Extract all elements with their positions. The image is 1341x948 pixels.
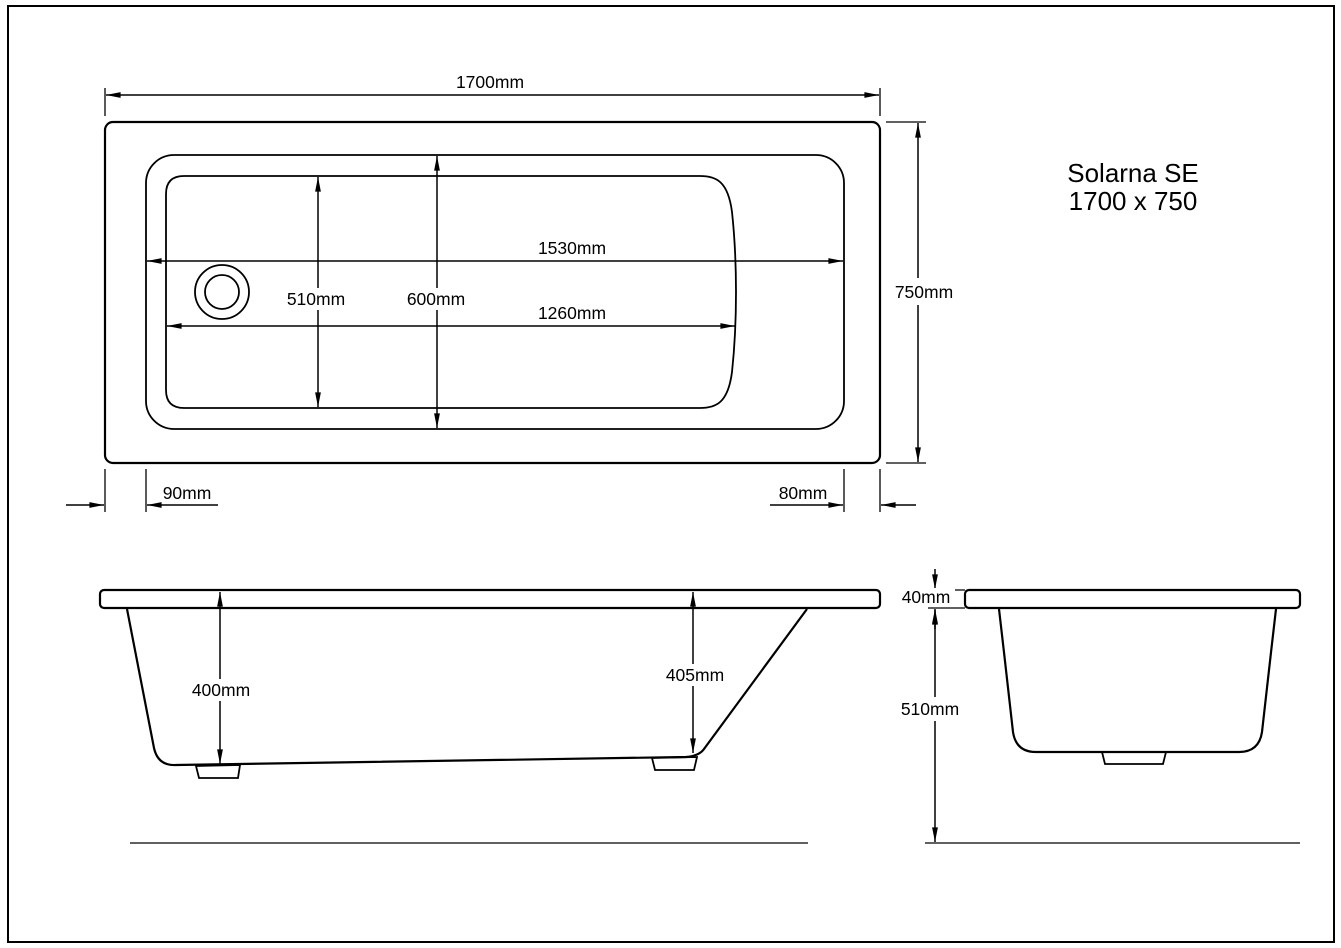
label-background	[402, 288, 472, 310]
dim-head-end-offset: 90mm	[66, 469, 218, 512]
sheet-border	[7, 5, 1335, 943]
dim-label-rim-length: 1530mm	[538, 238, 606, 258]
side-rim-flange	[98, 588, 882, 610]
dim-label-overall-length: 1700mm	[456, 72, 524, 92]
dim-basin-width: 510mm	[282, 176, 352, 408]
label-background	[188, 679, 254, 701]
dim-label-rim-width: 600mm	[407, 289, 465, 309]
product-size: 1700 x 750	[1069, 186, 1198, 216]
dim-basin-length: 1260mm	[166, 303, 736, 329]
dim-depth-foot: 405mm	[662, 591, 728, 754]
dim-label-depth-foot: 405mm	[666, 665, 724, 685]
dim-overall-length: 1700mm	[104, 72, 881, 116]
label-background	[282, 288, 352, 310]
tub-basin-edge	[165, 175, 737, 409]
side-tub-body	[125, 608, 808, 767]
tub-rim-edge	[145, 154, 845, 430]
dim-depth-head: 400mm	[188, 591, 254, 765]
title-block: Solarna SE 1700 x 750	[1067, 158, 1199, 216]
side-elevation-view: 400mm 405mm	[98, 588, 882, 844]
drain-outer-circle	[194, 264, 250, 320]
label-background	[888, 278, 960, 305]
end-tub-body	[997, 608, 1278, 754]
tub-outer-edge	[103, 120, 882, 465]
dim-rim-thickness: 40mm	[898, 569, 965, 629]
dim-overall-height: 510mm	[897, 609, 1000, 844]
end-foot	[1100, 751, 1168, 765]
dim-label-overall-width: 750mm	[895, 282, 953, 302]
top-view: 1700mm 750mm 1530mm 1260mm 510mm	[66, 72, 960, 512]
end-rim-flange	[963, 588, 1302, 610]
end-elevation-view: 40mm 510mm	[897, 569, 1302, 844]
dim-label-basin-width: 510mm	[287, 289, 345, 309]
label-background	[898, 588, 955, 607]
dim-label-basin-length: 1260mm	[538, 303, 606, 323]
side-left-foot	[194, 764, 242, 779]
dim-label-foot-end-offset: 80mm	[779, 483, 828, 503]
drain-inner-circle	[204, 274, 240, 310]
label-background	[662, 664, 728, 686]
dim-rim-length: 1530mm	[146, 238, 844, 264]
product-name: Solarna SE	[1067, 158, 1199, 188]
dim-label-rim-thickness: 40mm	[902, 587, 951, 607]
dim-label-depth-head: 400mm	[192, 680, 250, 700]
dim-rim-width: 600mm	[402, 155, 472, 429]
dim-label-overall-height: 510mm	[901, 699, 959, 719]
dim-overall-width: 750mm	[886, 121, 960, 464]
label-background	[897, 697, 961, 721]
dim-foot-end-offset: 80mm	[770, 469, 916, 512]
dim-label-head-end-offset: 90mm	[163, 483, 212, 503]
side-right-foot	[650, 756, 699, 771]
